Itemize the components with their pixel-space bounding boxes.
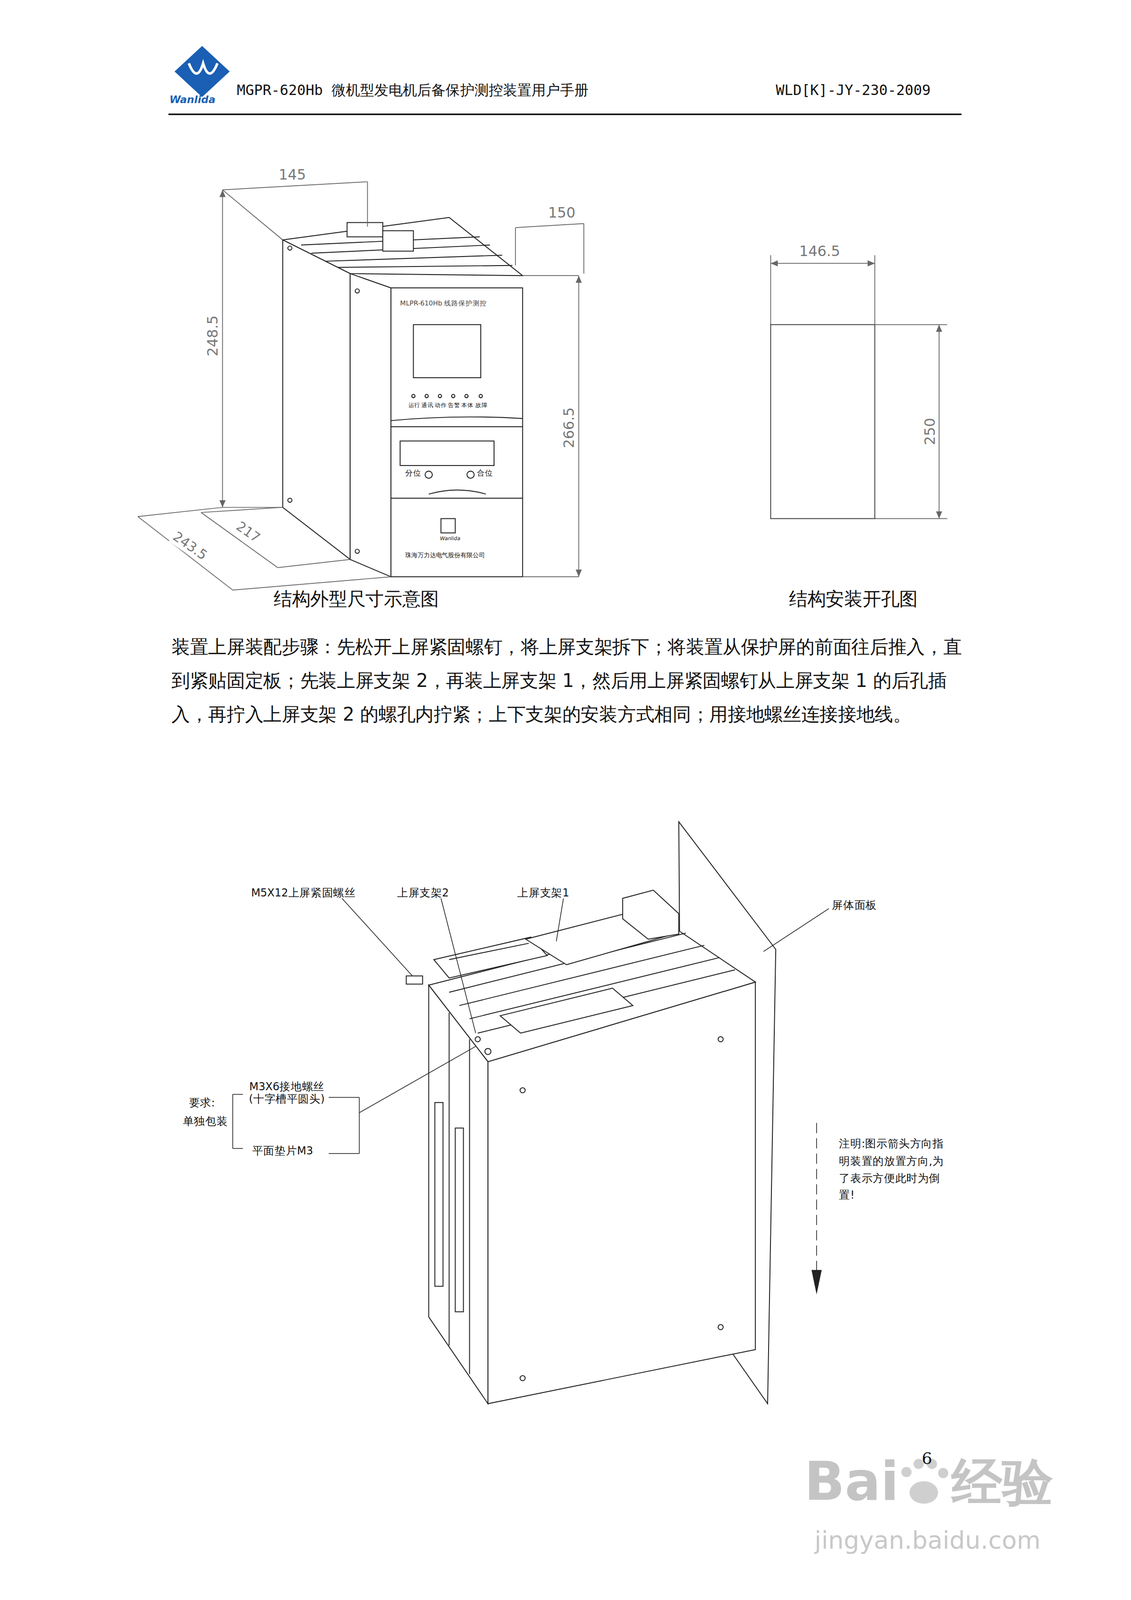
- company-name: 珠海万力达电气股份有限公司: [405, 552, 485, 560]
- callout-label: 上屏支架1: [517, 885, 570, 899]
- dimension: 266.5: [560, 406, 578, 449]
- callout-label: 单独包装: [182, 1114, 229, 1128]
- logo-text: Wanlida: [169, 94, 216, 106]
- led-label: 动作: [434, 402, 447, 409]
- page-number: 6: [921, 1449, 932, 1469]
- header-title: MGPR-620Hb 微机型发电机后备保护测控装置用户手册: [237, 81, 590, 99]
- callout-label: M5X12上屏紧固螺丝: [251, 885, 356, 899]
- button-label: 分位: [405, 469, 422, 479]
- watermark: jingyan.baidu.com: [814, 1527, 1041, 1556]
- callout-label: 平面垫片M3: [252, 1144, 314, 1157]
- assembly-steps: 装置上屏装配步骤：先松开上屏紧固螺钉，将上屏支架拆下；将装置从保护屏的前面往后推…: [171, 629, 963, 732]
- panel-logo-text: Wanlida: [439, 535, 461, 542]
- watermark: 经验: [951, 1453, 1054, 1513]
- callout-label: 上屏支架2: [397, 885, 449, 899]
- dimension: 146.5: [798, 242, 841, 260]
- callout-label: M3X6接地螺丝 (十字槽平圆头): [245, 1080, 329, 1105]
- figure-caption: 结构外型尺寸示意图: [273, 589, 439, 610]
- dimension: 217: [232, 518, 264, 547]
- dimension: 145: [277, 166, 308, 183]
- led-label: 运行: [408, 402, 421, 409]
- callout-label: 要求:: [189, 1096, 216, 1109]
- panel-title: MLPR-610Hb 线路保护测控: [399, 300, 487, 308]
- led-label: 故障: [475, 402, 488, 409]
- note-text: 注明:图示箭头方向指明装置的放置方向,为了表示方便此时为倒置!: [838, 1135, 954, 1204]
- dimension: 150: [547, 204, 577, 221]
- watermark: Bai: [804, 1451, 899, 1513]
- figure-caption: 结构安装开孔图: [788, 589, 918, 610]
- dimension: 250: [921, 416, 939, 447]
- callout-label: 屏体面板: [831, 898, 877, 911]
- led-label: 告警: [447, 402, 461, 409]
- led-label: 本体: [461, 402, 474, 409]
- button-label: 合位: [476, 469, 494, 479]
- document-number: WLD[K]-JY-230-2009: [775, 81, 931, 99]
- led-label: 通讯: [421, 402, 434, 409]
- dimension: 243.5: [168, 528, 210, 565]
- dimension: 248.5: [204, 314, 221, 358]
